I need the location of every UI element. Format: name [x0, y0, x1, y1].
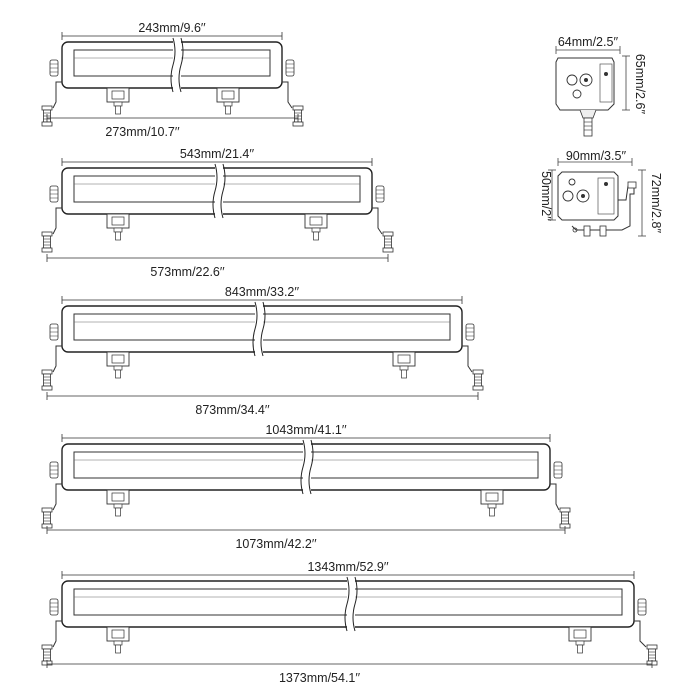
bar-break-gap	[255, 302, 263, 356]
right-end-screw	[465, 323, 475, 341]
right-bracket	[550, 483, 560, 511]
bar-overall-label: 1373mm/54.1′′	[279, 671, 361, 685]
bar-overall-label: 873mm/34.4′′	[195, 403, 270, 417]
bar-lens	[73, 49, 271, 77]
side-view-large-width-label: 90mm/3.5′′	[566, 149, 627, 163]
mount-block-right	[568, 626, 592, 654]
left-bracket-bolt	[41, 369, 53, 391]
bar-break-line	[344, 576, 350, 632]
left-end-screw	[49, 59, 59, 77]
light-bar-4: 1043mm/41.1′′ 1073mm/42.2′′	[41, 423, 571, 551]
right-end-screw	[285, 59, 295, 77]
right-bracket	[634, 620, 647, 648]
light-bar-5: 1343mm/52.9′′ 1373mm/54.1′′	[41, 560, 658, 685]
side-view-large-height-right-label: 72mm/2.8′′	[649, 173, 663, 234]
mount-block-right	[216, 87, 240, 115]
bar-width-label: 843mm/33.2′′	[225, 285, 300, 299]
side-view-large-height-left-label: 50mm/2′′	[539, 171, 553, 221]
left-end-screw	[49, 185, 59, 203]
right-bracket	[372, 207, 383, 235]
right-end-screw	[553, 461, 563, 479]
right-end-screw	[637, 598, 647, 616]
bar-overall-label: 273mm/10.7′′	[105, 125, 180, 139]
left-bracket	[52, 81, 62, 109]
left-bracket	[52, 207, 62, 235]
left-end-screw	[49, 461, 59, 479]
right-bracket-bolt	[382, 231, 394, 253]
light-bar-1: 243mm/9.6′′ 273mm/10.7′′	[41, 21, 304, 139]
bar-break-gap	[215, 164, 223, 218]
bar-break-line	[300, 439, 306, 495]
side-view-small-height-label: 65mm/2.6′′	[633, 54, 647, 115]
bar-break-line	[252, 301, 258, 357]
bar-break-gap	[173, 38, 181, 92]
mount-block-left	[106, 351, 130, 379]
mount-block-left	[106, 489, 130, 517]
light-bar-3: 843mm/33.2′′ 873mm/34.4′′	[41, 285, 484, 417]
mount-block-right	[392, 351, 416, 379]
right-end-screw	[375, 185, 385, 203]
left-end-screw	[49, 598, 59, 616]
mount-block-right	[304, 213, 328, 241]
bar-width-label: 543mm/21.4′′	[180, 147, 255, 161]
bar-width-label: 1343mm/52.9′′	[307, 560, 389, 574]
right-bracket	[462, 345, 473, 373]
side-view-large: 90mm/3.5′′ 50mm/2′′ 72mm/2.8′′	[539, 149, 663, 237]
bar-overall-label: 573mm/22.6′′	[150, 265, 225, 279]
bar-break-line	[170, 37, 176, 93]
mount-block-left	[106, 213, 130, 241]
bar-width-label: 1043mm/41.1′′	[265, 423, 347, 437]
right-bracket	[282, 81, 293, 109]
bar-break-gap	[303, 440, 311, 494]
left-bracket-bolt	[41, 507, 53, 529]
bar-width-label: 243mm/9.6′′	[138, 21, 206, 35]
bar-break-line	[212, 163, 218, 219]
left-end-screw	[49, 323, 59, 341]
left-bracket	[52, 345, 62, 373]
left-bracket	[52, 483, 62, 511]
right-bracket-bolt	[559, 507, 571, 529]
light-bar-2: 543mm/21.4′′ 573mm/22.6′′	[41, 147, 394, 279]
side-view-large-housing	[557, 171, 637, 237]
bar-break-gap	[347, 577, 355, 631]
right-bracket-bolt	[472, 369, 484, 391]
left-bracket	[52, 620, 62, 648]
bar-overall-label: 1073mm/42.2′′	[235, 537, 317, 551]
mount-block-right	[480, 489, 504, 517]
left-bracket-bolt	[41, 231, 53, 253]
mount-block-left	[106, 626, 130, 654]
mount-block-left	[106, 87, 130, 115]
side-view-small-housing	[555, 57, 615, 137]
side-view-small: 64mm/2.5′′ 65mm/2.6′′	[555, 35, 647, 137]
side-view-small-width-label: 64mm/2.5′′	[558, 35, 619, 49]
